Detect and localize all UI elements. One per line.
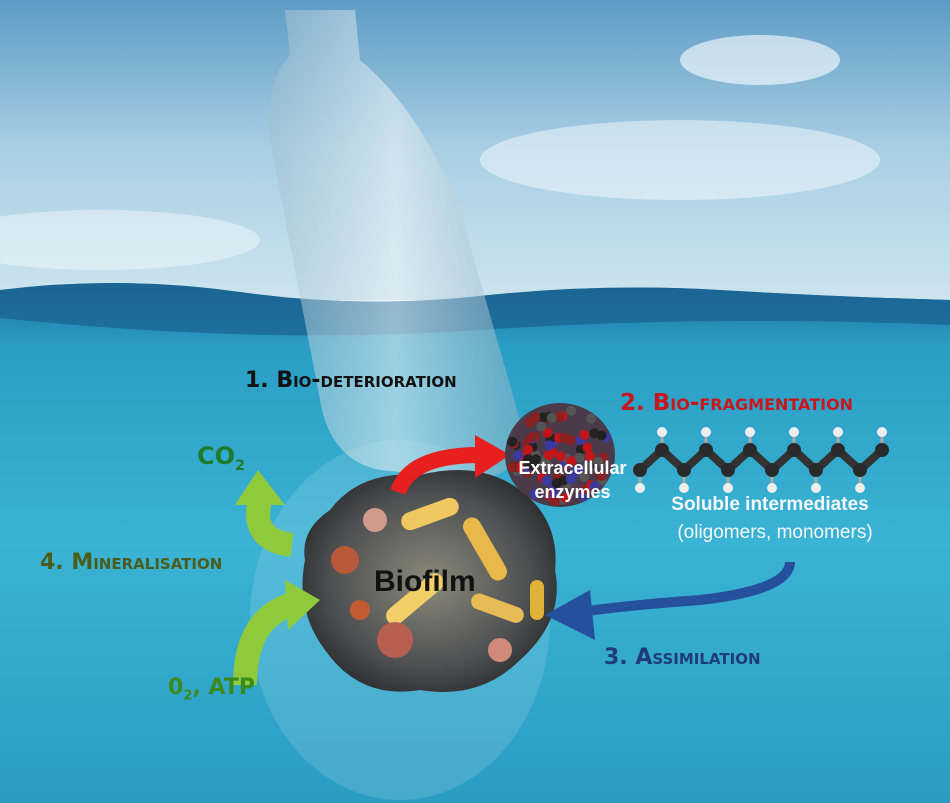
- atom: [542, 427, 553, 438]
- o2-subscript: 2: [183, 688, 193, 704]
- carbon-atom: [875, 443, 889, 457]
- soluble-intermediates-label: Soluble intermediates: [671, 494, 869, 515]
- atom: [566, 456, 577, 467]
- hydrocarbon-chain-molecule: [633, 427, 889, 493]
- carbon-atom: [743, 443, 757, 457]
- hydrogen-atom: [855, 483, 865, 493]
- carbon-atom: [633, 463, 647, 477]
- green-arrow-out: [235, 470, 295, 557]
- enzymes-line2: enzymes: [534, 482, 611, 502]
- carbon-atom: [831, 443, 845, 457]
- atom: [589, 428, 600, 439]
- atom: [544, 440, 555, 451]
- atom: [546, 412, 557, 423]
- co2-subscript: 2: [235, 457, 246, 474]
- red-arrow: [390, 435, 510, 495]
- atom: [579, 429, 590, 440]
- soluble-intermediates-detail: (oligomers, monomers): [677, 522, 873, 543]
- hydrogen-atom: [767, 483, 777, 493]
- atom: [593, 456, 604, 467]
- hydrogen-atom: [877, 427, 887, 437]
- atom: [579, 471, 590, 482]
- atom: [543, 450, 554, 461]
- atom: [523, 444, 534, 455]
- atom: [570, 466, 581, 477]
- atom: [525, 433, 536, 444]
- atp-text: , ATP: [192, 675, 255, 700]
- atom: [565, 474, 576, 485]
- atom: [507, 462, 518, 473]
- hydrogen-atom: [701, 427, 711, 437]
- carbon-atom: [853, 463, 867, 477]
- atom: [554, 411, 565, 422]
- bacteria-cells: [331, 497, 544, 662]
- co2-label: CO2: [197, 442, 245, 474]
- carbon-atom: [765, 463, 779, 477]
- carbon-atom: [721, 463, 735, 477]
- stage-3-assimilation: 3. Assimilation: [604, 645, 761, 670]
- atom: [566, 405, 577, 416]
- atom: [529, 489, 540, 500]
- hydrogen-atom: [789, 427, 799, 437]
- hydrogen-atom: [833, 427, 843, 437]
- atom: [559, 433, 570, 444]
- atom: [584, 451, 595, 462]
- atom: [582, 442, 593, 453]
- cloud: [480, 120, 880, 200]
- atom: [549, 496, 560, 507]
- blue-arrow: [545, 561, 795, 640]
- hydrogen-atom: [635, 483, 645, 493]
- atom: [513, 450, 524, 461]
- atom: [507, 436, 518, 447]
- biofilm-label: Biofilm: [374, 565, 476, 598]
- atom: [551, 478, 562, 489]
- co2-text: CO: [197, 442, 236, 470]
- atom: [536, 421, 547, 432]
- stage-4-mineralisation: 4. Mineralisation: [40, 550, 223, 575]
- hydrogen-atom: [679, 483, 689, 493]
- hydrogen-atom: [745, 427, 755, 437]
- stage-2-bio-fragmentation: 2. Bio-fragmentation: [620, 390, 854, 416]
- carbon-atom: [787, 443, 801, 457]
- atom: [582, 461, 593, 472]
- carbon-atom: [809, 463, 823, 477]
- o2-atp-label: 02, ATP: [168, 675, 255, 703]
- stage-1-bio-deterioration: 1. Bio-deterioration: [245, 368, 457, 393]
- green-arrow-in: [233, 580, 320, 686]
- atom: [541, 458, 552, 469]
- enzyme-molecule: [505, 403, 615, 507]
- enzymes-label: Extracellular enzymes: [500, 456, 645, 504]
- hydrogen-atom: [811, 483, 821, 493]
- carbon-atom: [655, 443, 669, 457]
- carbon-atom: [699, 443, 713, 457]
- atom: [596, 470, 607, 481]
- atom: [555, 451, 566, 462]
- atom: [526, 460, 537, 471]
- hydrogen-atom: [723, 483, 733, 493]
- atom: [574, 452, 585, 463]
- atom: [524, 417, 535, 428]
- carbon-atom: [677, 463, 691, 477]
- enzymes-line1: Extracellular: [518, 458, 627, 478]
- cloud: [0, 210, 260, 270]
- o2-text: 0: [168, 675, 184, 700]
- plastic-bottle: [269, 10, 522, 480]
- atom: [589, 480, 600, 491]
- atom: [541, 475, 552, 486]
- atom: [585, 413, 596, 424]
- atom: [560, 492, 571, 503]
- hydrogen-atom: [657, 427, 667, 437]
- cloud: [680, 35, 840, 85]
